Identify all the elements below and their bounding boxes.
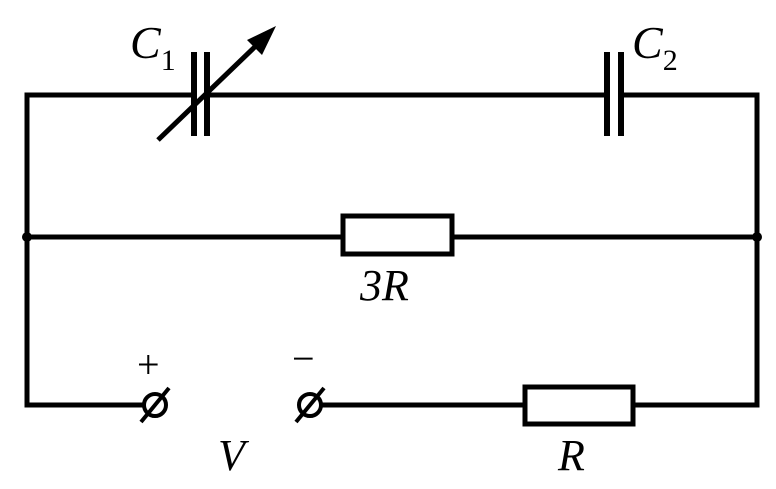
terminal-negative bbox=[294, 386, 326, 424]
junction-left bbox=[22, 232, 32, 242]
bottom-branch bbox=[24, 384, 760, 427]
capacitor-c1 bbox=[156, 26, 276, 142]
variable-arrow-head bbox=[247, 26, 276, 55]
label-c2-letter: C bbox=[632, 17, 664, 68]
terminal-positive bbox=[139, 386, 171, 424]
label-c1-subscript: 1 bbox=[161, 44, 176, 77]
label-c1-letter: C bbox=[130, 17, 162, 68]
capacitor-c2 bbox=[604, 52, 624, 136]
label-3r: 3R bbox=[359, 261, 409, 310]
label-c2-subscript: 2 bbox=[663, 44, 678, 77]
sign-negative: − bbox=[292, 336, 315, 381]
label-r: R bbox=[557, 431, 585, 480]
junction-right bbox=[752, 232, 762, 242]
middle-branch bbox=[22, 213, 762, 257]
terminal-positive-slash bbox=[139, 386, 171, 424]
terminal-negative-slash bbox=[294, 386, 326, 424]
sign-positive: + bbox=[137, 342, 160, 387]
label-c1: C1 bbox=[130, 17, 176, 77]
resistor-3r bbox=[340, 213, 455, 257]
label-v: V bbox=[218, 431, 250, 480]
variable-arrow-shaft bbox=[156, 38, 264, 142]
label-c2: C2 bbox=[632, 17, 678, 77]
resistor-r bbox=[522, 384, 636, 427]
